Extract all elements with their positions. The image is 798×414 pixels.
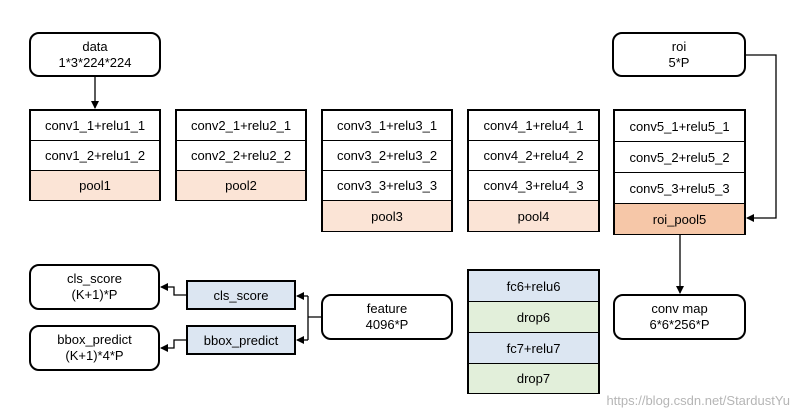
conv-block-2: conv2_1+relu2_1 conv2_2+relu2_2 pool2 [175,109,307,201]
conv-layer: conv3_1+relu3_1 [322,110,452,141]
conv-map-box: conv map 6*6*256*P [613,294,746,340]
fc-stack: fc6+relu6 drop6 fc7+relu7 drop7 [467,269,600,394]
cls-score-output-shape: (K+1)*P [71,287,118,302]
feature-shape: 4096*P [365,317,409,332]
conv-map-name: conv map [651,301,708,316]
pool-layer: pool2 [176,170,306,201]
dropout-layer: drop6 [468,301,599,333]
feature-box: feature 4096*P [321,294,453,340]
data-input-shape: 1*3*224*224 [58,54,132,70]
feature-to-heads-connector [307,296,321,340]
bbox-predict-output-name: bbox_predict [57,332,132,347]
conv-layer: conv1_2+relu1_2 [30,140,160,171]
conv-layer: conv5_3+relu5_3 [614,172,745,204]
bbox-predict-output-shape: (K+1)*4*P [65,348,124,363]
cls-layer-to-output-arrow [160,283,186,296]
cls-score-output: cls_score (K+1)*P [29,264,160,310]
conv-block-4: conv4_1+relu4_1 conv4_2+relu4_2 conv4_3+… [467,109,600,232]
roi-input-box: roi 5*P [612,32,746,77]
conv-layer: conv4_3+relu4_3 [468,170,599,201]
data-input-name: data [82,38,108,54]
pool-layer: pool1 [30,170,160,201]
fc-layer: fc6+relu6 [468,270,599,302]
roi-to-roipool-arrow [746,54,777,222]
pool-layer: pool3 [322,200,452,232]
conv-layer: conv2_2+relu2_2 [176,140,306,171]
conv-map-shape: 6*6*256*P [649,317,710,332]
roi-input-name: roi [671,38,687,54]
conv-layer: conv4_1+relu4_1 [468,110,599,141]
cls-score-layer: cls_score [186,280,296,310]
watermark: https://blog.csdn.net/StardustYu [606,393,790,408]
feature-name: feature [366,301,408,316]
conv-layer: conv2_1+relu2_1 [176,110,306,141]
roi-input-shape: 5*P [668,54,690,70]
dropout-layer: drop7 [468,363,599,394]
roi-pool-layer: roi_pool5 [614,203,745,235]
conv-block-5: conv5_1+relu5_1 conv5_2+relu5_2 conv5_3+… [613,109,746,235]
conv-block-1: conv1_1+relu1_1 conv1_2+relu1_2 pool1 [29,109,161,201]
conv-layer: conv4_2+relu4_2 [468,140,599,171]
conv-layer: conv3_2+relu3_2 [322,140,452,171]
fc-layer: fc7+relu7 [468,332,599,364]
data-input-box: data 1*3*224*224 [29,32,161,77]
cls-score-output-name: cls_score [67,271,122,286]
conv-layer: conv5_1+relu5_1 [614,110,745,142]
conv-layer: conv3_3+relu3_3 [322,170,452,201]
conv-layer: conv5_2+relu5_2 [614,141,745,173]
conv-layer: conv1_1+relu1_1 [30,110,160,141]
bbox-predict-layer: bbox_predict [186,325,296,355]
conv-block-3: conv3_1+relu3_1 conv3_2+relu3_2 conv3_3+… [321,109,453,232]
bbox-predict-output: bbox_predict (K+1)*4*P [29,325,160,371]
pool-layer: pool4 [468,200,599,232]
bbox-layer-to-output-arrow [160,339,186,352]
